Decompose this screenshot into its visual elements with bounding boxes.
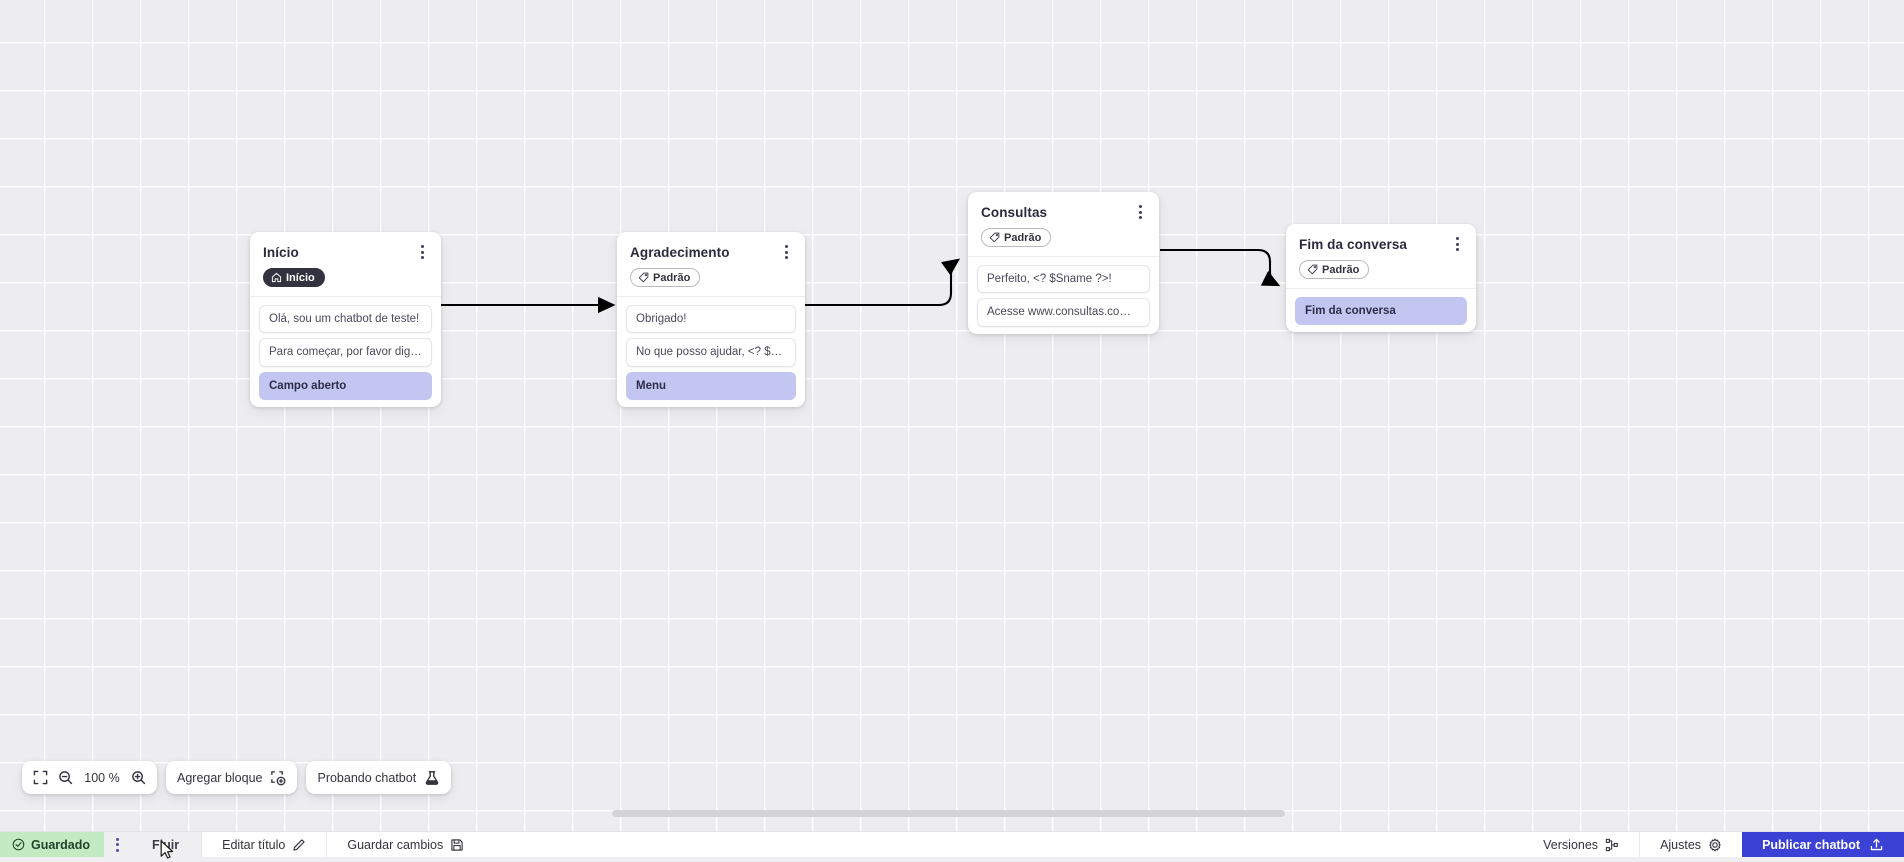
flow-node-inicio[interactable]: Início Início Olá, sou um chatbot de tes… — [250, 232, 441, 407]
zoom-in-icon[interactable] — [131, 770, 146, 785]
zoom-controls-group: 100 % — [22, 761, 157, 794]
node-row-highlighted[interactable]: Campo aberto — [259, 372, 432, 400]
test-chatbot-button[interactable]: Probando chatbot — [317, 770, 440, 786]
node-row[interactable]: Perfeito, <? $Sname ?>! — [977, 265, 1150, 293]
connector-layer — [0, 0, 1904, 831]
node-tag-padrao[interactable]: Padrão — [981, 228, 1051, 247]
tab-fluir[interactable]: Fluir — [130, 832, 201, 857]
connector-agradecimento-consultas — [805, 260, 958, 305]
status-badge-saved: Guardado — [0, 832, 104, 857]
flow-node-agradecimento[interactable]: Agradecimento Padrão Obrigado! No que po… — [617, 232, 805, 407]
settings-label: Ajustes — [1660, 838, 1701, 852]
node-rows: Obrigado! No que posso ajudar, <? $Sname… — [617, 297, 805, 400]
canvas-toolbar: 100 % Agregar bloque — [22, 761, 451, 794]
branch-icon — [1605, 838, 1619, 852]
fit-screen-icon[interactable] — [33, 770, 48, 785]
tab-fluir-label: Fluir — [152, 838, 179, 852]
add-block-label: Agregar bloque — [177, 771, 262, 785]
node-tag-padrao[interactable]: Padrão — [630, 268, 700, 287]
node-rows: Perfeito, <? $Sname ?>! Acesse www.consu… — [968, 257, 1159, 327]
settings-button[interactable]: Ajustes — [1639, 832, 1742, 857]
node-tag-label: Início — [286, 272, 315, 284]
node-header: Consultas — [968, 192, 1159, 221]
flask-icon — [424, 770, 440, 786]
edit-title-button[interactable]: Editar título — [201, 832, 326, 857]
bottom-status-bar: Guardado Fluir Editar título Guardar cam… — [0, 831, 1904, 857]
node-header: Início — [250, 232, 441, 261]
upload-icon — [1869, 837, 1884, 852]
tag-icon — [989, 232, 1000, 243]
node-tag-label: Padrão — [653, 272, 690, 284]
node-menu-icon[interactable] — [414, 243, 430, 261]
test-chatbot-group[interactable]: Probando chatbot — [306, 761, 451, 794]
versions-label: Versiones — [1543, 838, 1598, 852]
zoom-out-icon[interactable] — [58, 770, 73, 785]
node-tag-label: Padrão — [1004, 232, 1041, 244]
node-row-highlighted[interactable]: Menu — [626, 372, 796, 400]
horizontal-scrollbar[interactable] — [612, 810, 1285, 817]
node-tag-label: Padrão — [1322, 264, 1359, 276]
node-title: Consultas — [981, 204, 1047, 221]
gear-icon — [1708, 838, 1722, 852]
node-header: Fim da conversa — [1286, 224, 1476, 253]
node-row[interactable]: Olá, sou um chatbot de teste! — [259, 305, 432, 333]
bottom-bar-left: Guardado Fluir Editar título Guardar cam… — [0, 832, 484, 857]
bottom-bar-menu-icon[interactable] — [104, 832, 130, 857]
node-menu-icon[interactable] — [778, 243, 794, 261]
node-row-highlighted[interactable]: Fim da conversa — [1295, 297, 1467, 325]
node-header: Agradecimento — [617, 232, 805, 261]
add-block-group[interactable]: Agregar bloque — [166, 761, 297, 794]
publish-chatbot-label: Publicar chatbot — [1762, 838, 1860, 852]
publish-chatbot-button[interactable]: Publicar chatbot — [1742, 832, 1904, 857]
bottom-bar-right: Versiones Ajustes Publicar chatbot — [1523, 832, 1904, 857]
node-tag-inicio[interactable]: Início — [263, 268, 325, 287]
test-chatbot-label: Probando chatbot — [317, 771, 416, 785]
node-tag-padrao[interactable]: Padrão — [1299, 260, 1369, 279]
flow-node-consultas[interactable]: Consultas Padrão Perfeito, <? $Sname ?>!… — [968, 192, 1159, 334]
node-row[interactable]: Obrigado! — [626, 305, 796, 333]
home-icon — [271, 272, 282, 283]
node-title: Início — [263, 244, 299, 261]
save-icon — [450, 838, 464, 852]
flow-node-fim-da-conversa[interactable]: Fim da conversa Padrão Fim da conversa — [1286, 224, 1476, 332]
add-block-button[interactable]: Agregar bloque — [177, 770, 286, 786]
add-block-icon — [270, 770, 286, 786]
node-menu-icon[interactable] — [1132, 203, 1148, 221]
node-row[interactable]: Para começar, por favor digite o ... — [259, 338, 432, 366]
zoom-level-value: 100 % — [83, 771, 121, 785]
node-title: Fim da conversa — [1299, 236, 1407, 253]
save-changes-label: Guardar cambios — [347, 838, 443, 852]
node-title: Agradecimento — [630, 244, 730, 261]
saved-label: Guardado — [31, 838, 90, 852]
save-changes-button[interactable]: Guardar cambios — [326, 832, 484, 857]
flow-canvas[interactable]: Início Início Olá, sou um chatbot de tes… — [0, 0, 1904, 831]
connector-consultas-fim — [1160, 250, 1278, 285]
tag-icon — [638, 272, 649, 283]
node-menu-icon[interactable] — [1449, 235, 1465, 253]
node-rows: Olá, sou um chatbot de teste! Para começ… — [250, 297, 441, 400]
tag-icon — [1307, 264, 1318, 275]
node-row[interactable]: No que posso ajudar, <? $Sname ... — [626, 338, 796, 366]
node-rows: Fim da conversa — [1286, 289, 1476, 325]
edit-title-label: Editar título — [222, 838, 285, 852]
pencil-icon — [292, 838, 306, 852]
versions-button[interactable]: Versiones — [1523, 832, 1639, 857]
check-circle-icon — [12, 838, 25, 851]
node-row[interactable]: Acesse www.consultas.com par... — [977, 298, 1150, 326]
